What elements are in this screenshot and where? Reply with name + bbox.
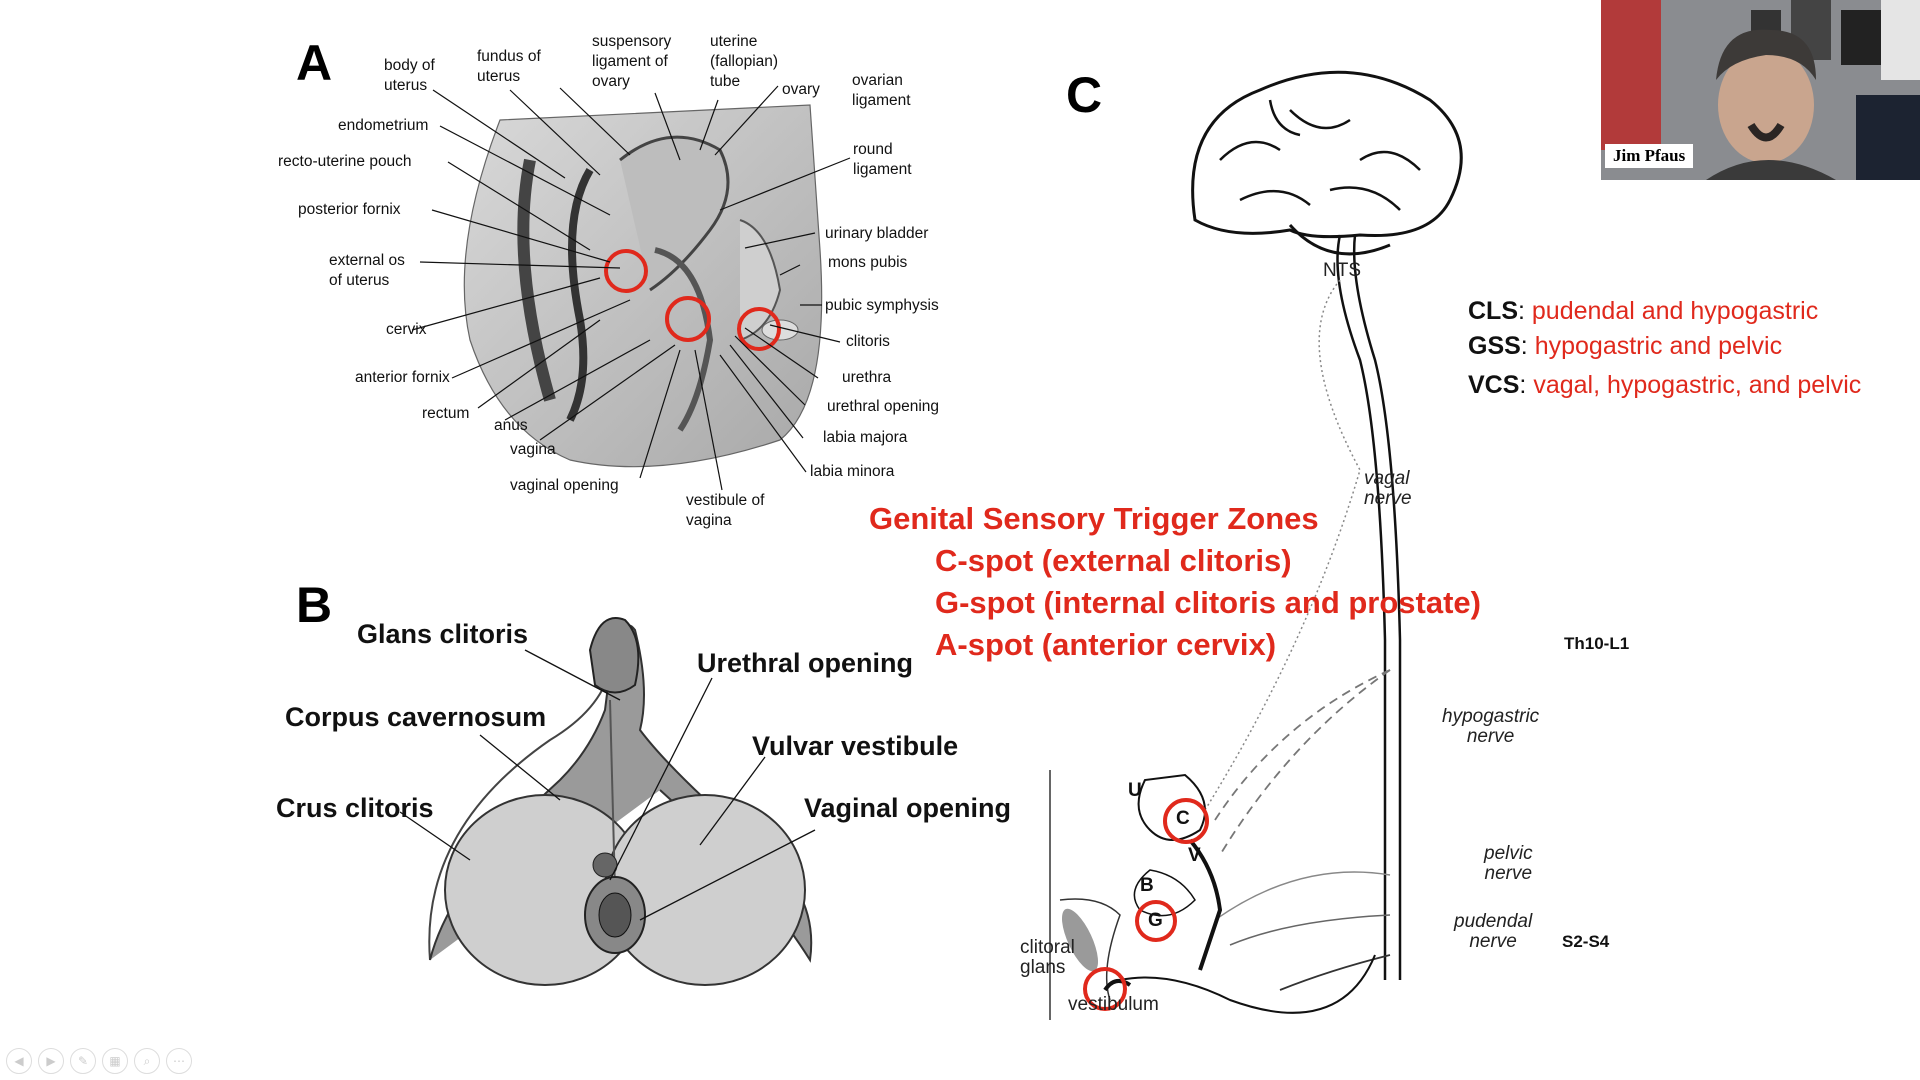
slideshow-toolbar: ◀ ▶ ✎ ▦ ⌕ ⋯ (6, 1048, 192, 1074)
label-nts: NTS (1323, 260, 1361, 281)
label-vestibule-of-vagina: vestibule of vagina (686, 492, 765, 529)
marker-circle-c-spot (1163, 798, 1209, 844)
zone-c-spot: C-spot (external clitoris) (935, 543, 1292, 578)
label-s2-s4: S2-S4 (1562, 932, 1610, 951)
more-options-icon[interactable]: ⋯ (166, 1048, 192, 1074)
label-vagina: vagina (510, 441, 556, 458)
label-urinary-bladder: urinary bladder (825, 225, 929, 242)
label-pudendal-nerve: pudendal nerve (1454, 911, 1533, 952)
label-th10-l1: Th10-L1 (1564, 634, 1630, 653)
panel-c-letter: C (1066, 67, 1103, 123)
label-mons-pubis: mons pubis (828, 254, 908, 271)
previous-slide-icon[interactable]: ◀ (6, 1048, 32, 1074)
label-crus-clitoris: Crus clitoris (276, 793, 434, 823)
legend-value-gss: hypogastric and pelvic (1534, 332, 1783, 360)
legend-key-vcs: VCS (1468, 371, 1520, 399)
label-vaginal-opening: vaginal opening (510, 477, 619, 494)
marker-circle-clitoris (737, 307, 781, 351)
panel-b-letter: B (296, 577, 333, 633)
panel-a-leader-lines (411, 85, 851, 491)
label-pubic-symphysis: pubic symphysis (825, 297, 939, 314)
panel-b-leader-lines (399, 649, 816, 921)
label-urethra: urethra (842, 369, 892, 386)
legend-row-vcs: VCS: vagal, hypogastric, and pelvic (1468, 371, 1862, 399)
label-suspensory-ligament: suspensory ligament of ovary (592, 33, 672, 90)
label-corpus-cavernosum: Corpus cavernosum (285, 702, 547, 732)
label-labia-minora: labia minora (810, 463, 895, 480)
marker-circle-vagina (665, 296, 711, 342)
label-pelvic-nerve: pelvic nerve (1484, 843, 1533, 884)
label-vaginal-opening-b: Vaginal opening (804, 793, 1012, 823)
legend-value-vcs: vagal, hypogastric, and pelvic (1533, 371, 1862, 399)
label-b: B (1140, 875, 1154, 896)
label-round-ligament: round ligament (853, 141, 912, 178)
slides-grid-icon[interactable]: ▦ (102, 1048, 128, 1074)
zoom-icon[interactable]: ⌕ (134, 1048, 160, 1074)
label-clitoral-glans: clitoral glans (1020, 937, 1075, 978)
pen-icon[interactable]: ✎ (70, 1048, 96, 1074)
label-vestibulum: vestibulum (1068, 994, 1159, 1015)
clitoris-anatomy-illustration (428, 617, 813, 986)
label-external-os: external os of uterus (329, 252, 405, 289)
label-fundus-of-uterus: fundus of uterus (477, 48, 541, 85)
label-cervix: cervix (386, 321, 427, 338)
legend-key-gss: GSS (1468, 332, 1521, 360)
zone-a-spot: A-spot (anterior cervix) (935, 627, 1277, 662)
legend-key-cls: CLS (1468, 297, 1518, 325)
legend-row-gss: GSS: hypogastric and pelvic (1468, 332, 1783, 360)
label-vulvar-vestibule: Vulvar vestibule (752, 731, 959, 761)
label-urethral-opening-a: urethral opening (827, 398, 940, 415)
marker-circle-clitoral-glans (1083, 967, 1127, 1011)
label-uterine-tube: uterine (fallopian) tube (710, 33, 779, 90)
label-anterior-fornix: anterior fornix (355, 369, 450, 386)
label-ovary: ovary (782, 81, 820, 98)
label-hypogastric-nerve: hypogastric nerve (1442, 706, 1540, 747)
next-slide-icon[interactable]: ▶ (38, 1048, 64, 1074)
label-v: V (1188, 845, 1201, 866)
label-u: U (1128, 780, 1142, 801)
presenter-name-tag: Jim Pfaus (1605, 144, 1694, 168)
orgasm-pathway-legend: CLS: pudendal and hypogastric GSS: hypog… (1468, 294, 1861, 403)
trigger-zones-list: Genital Sensory Trigger Zones C-spot (ex… (869, 498, 1481, 666)
label-anus: anus (494, 417, 528, 434)
label-posterior-fornix: posterior fornix (298, 201, 401, 218)
panel-a-letter: A (296, 35, 333, 91)
pelvis-sagittal-illustration (463, 104, 823, 468)
legend-row-cls: CLS: pudendal and hypogastric (1468, 297, 1819, 325)
label-g: G (1148, 910, 1163, 931)
label-clitoris: clitoris (846, 333, 890, 350)
label-c: C (1176, 808, 1190, 829)
zone-g-spot: G-spot (internal clitoris and prostate) (935, 585, 1481, 620)
label-urethral-opening-b: Urethral opening (697, 648, 914, 678)
label-recto-uterine-pouch: recto-uterine pouch (278, 153, 412, 170)
trigger-zones-title: Genital Sensory Trigger Zones (869, 501, 1319, 536)
label-endometrium: endometrium (338, 117, 429, 134)
legend-value-cls: pudendal and hypogastric (1531, 297, 1819, 325)
marker-circle-cervix (604, 249, 648, 293)
marker-circle-g-spot (1135, 900, 1177, 942)
label-labia-majora: labia majora (823, 429, 908, 446)
label-vagal-nerve: vagal nerve (1364, 468, 1412, 509)
label-glans-clitoris: Glans clitoris (357, 619, 529, 649)
neural-pathway-diagram (1049, 70, 1463, 1020)
label-body-of-uterus: body of uterus (384, 57, 435, 94)
label-rectum: rectum (422, 405, 470, 422)
label-ovarian-ligament: ovarian ligament (852, 72, 911, 109)
